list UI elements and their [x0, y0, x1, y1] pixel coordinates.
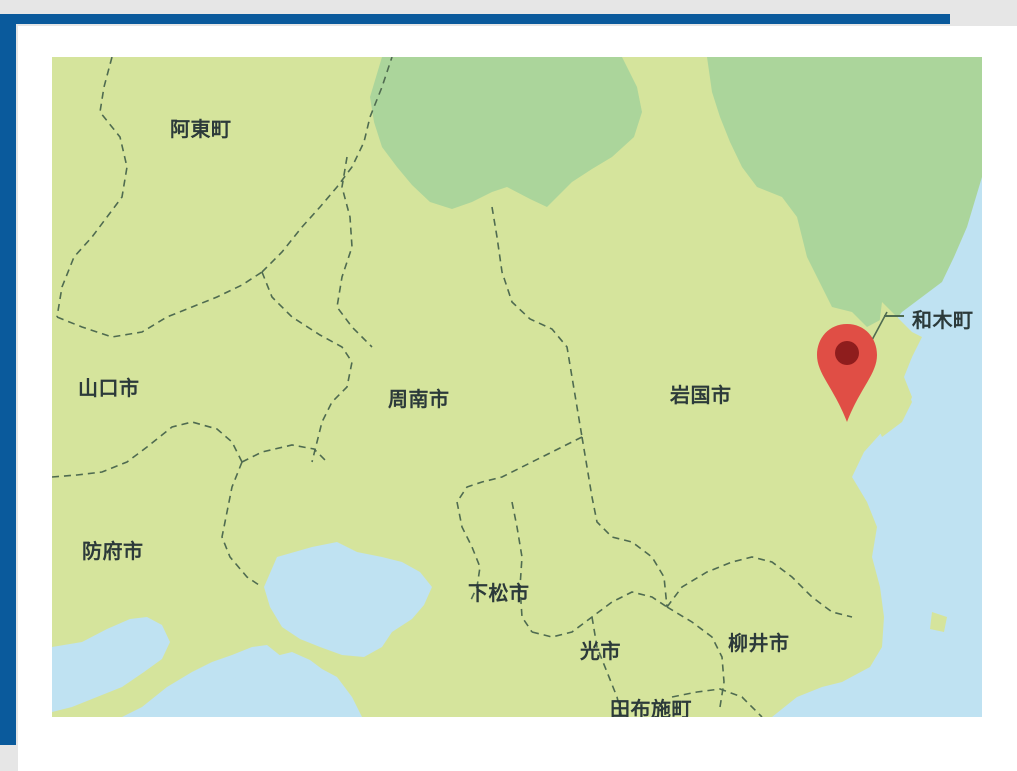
place-label-iwakuni: 岩国市	[670, 383, 732, 407]
island-6	[930, 612, 947, 632]
marker-label-tick	[884, 315, 904, 317]
land-mainland	[52, 57, 912, 717]
municipal-boundaries	[52, 57, 853, 717]
marker-label: 和木町	[912, 308, 974, 332]
place-label-hofu: 防府市	[82, 539, 144, 563]
place-label-shunan: 周南市	[388, 387, 450, 411]
place-label-yamaguchi: 山口市	[78, 376, 140, 400]
place-label-kudamatsu: 下松市	[468, 581, 530, 605]
land-north-central	[370, 57, 642, 209]
sea-south-center	[264, 542, 432, 657]
island-5	[412, 677, 462, 717]
place-label-tabuse: 田布施町	[610, 697, 692, 717]
place-label-atou: 阿東町	[170, 117, 232, 141]
sea-south-west	[52, 617, 170, 712]
place-label-yanai: 柳井市	[728, 631, 790, 655]
sea-east	[902, 177, 982, 717]
map-view[interactable]: 阿東町 山口市 周南市 岩国市 防府市 下松市 光市 柳井市 田布施町	[52, 57, 982, 717]
bay-south-west	[167, 652, 362, 717]
map-canvas	[52, 57, 982, 717]
land-east-strip	[867, 302, 922, 437]
map-pin-icon[interactable]	[812, 322, 882, 432]
island-4	[462, 642, 507, 677]
place-label-hikari: 光市	[580, 639, 621, 663]
land-north-dark	[707, 57, 982, 327]
